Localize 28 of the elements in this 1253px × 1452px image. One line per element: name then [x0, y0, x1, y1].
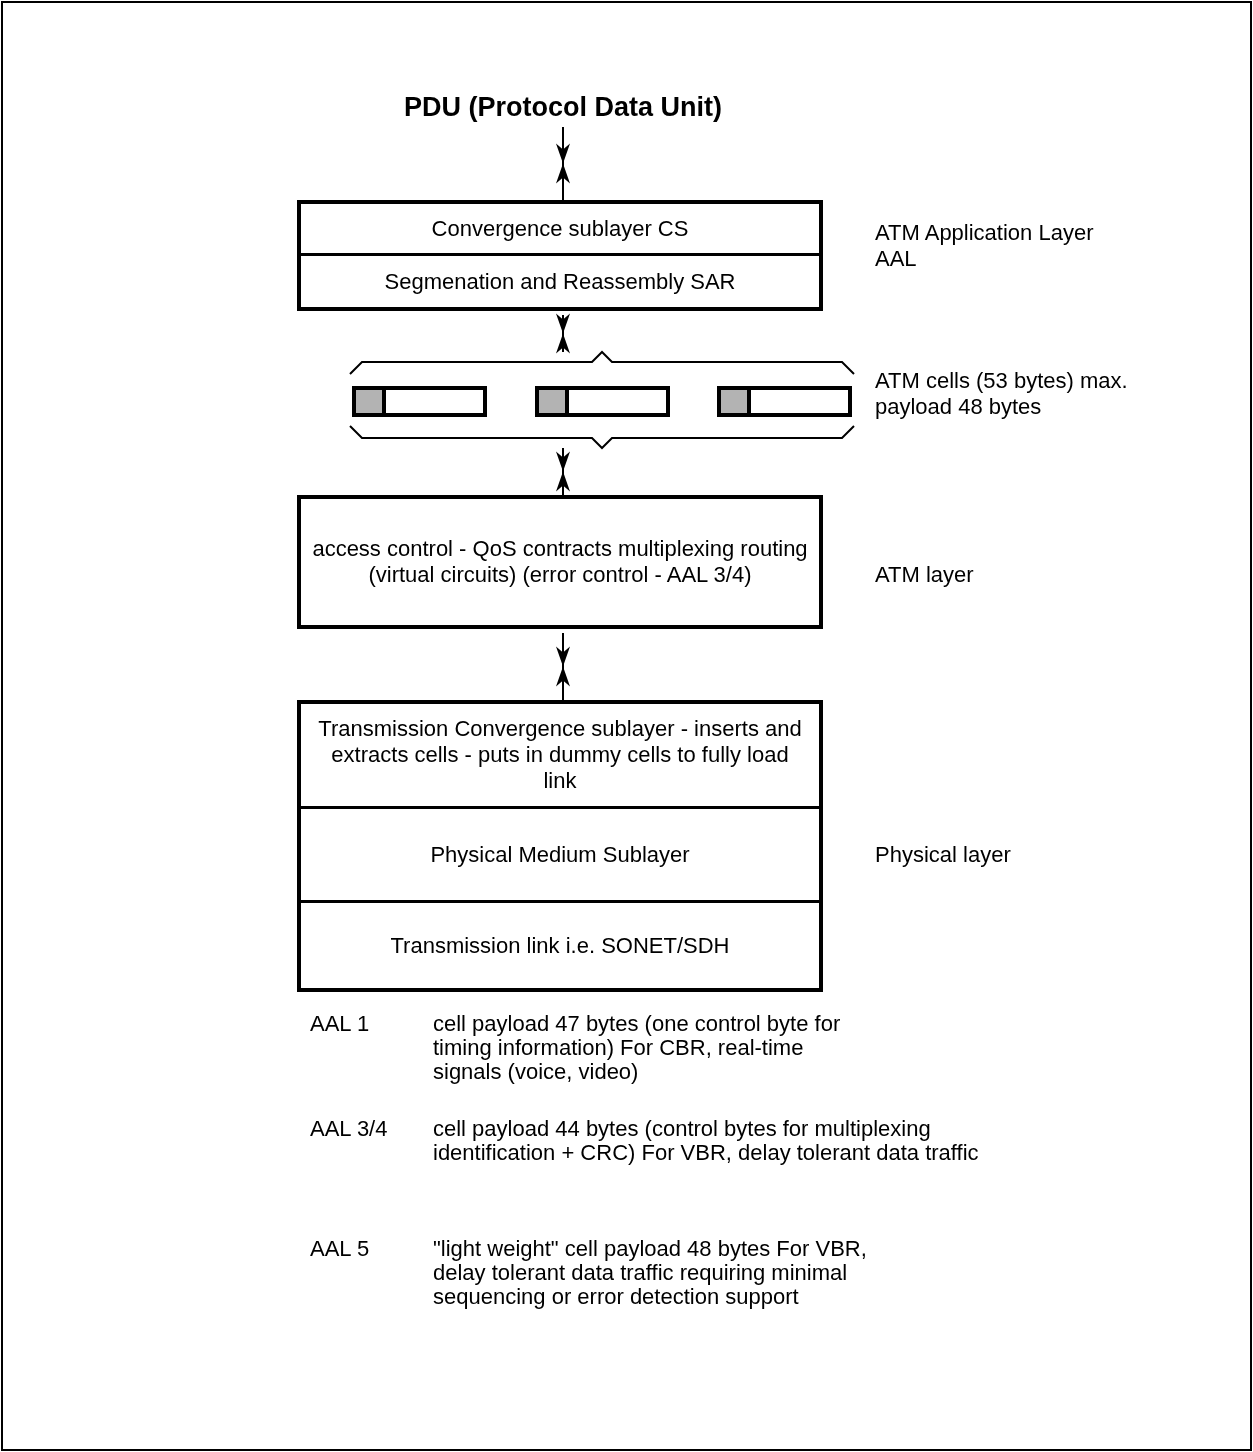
atm-cell [717, 386, 852, 417]
layer-box [297, 700, 823, 992]
double-arrow [556, 632, 570, 701]
layer-label: Convergence sublayer CS [431, 215, 689, 242]
double-arrow [556, 126, 570, 201]
layer-name: ATM cells (53 bytes) max. payload 48 bytes [875, 368, 1129, 420]
layer-box [297, 495, 823, 629]
note-key: AAL 5 [310, 1237, 370, 1261]
layer-box [297, 200, 823, 311]
atm-cell [535, 386, 670, 417]
atm-cell [352, 386, 487, 417]
note-key: AAL 1 [310, 1012, 370, 1036]
layer-label: Transmission Convergence sublayer - inserts and extracts cells - puts in dummy cells to fully load link [317, 716, 803, 794]
layer-label: Segmenation and Reassembly SAR [384, 268, 736, 295]
heading: PDU (Protocol Data Unit) [404, 92, 722, 123]
layer-label: Transmission link i.e. SONET/SDH [390, 932, 730, 959]
note-text: "light weight" cell payload 48 bytes For VBR, delay tolerant data traffic requiring minimal sequencing or error detection support [433, 1237, 868, 1309]
note-text: cell payload 44 bytes (control bytes for multiplexing identification + CRC) For VBR, delay tolerant data traffic [433, 1117, 980, 1165]
note-text: cell payload 47 bytes (one control byte for timing information) For CBR, real-time signals (voice, video) [433, 1012, 842, 1084]
double-arrow [556, 313, 570, 354]
layer-name: Physical layer [875, 842, 1012, 868]
layer-name: ATM Application Layer AAL [875, 220, 1095, 272]
layer-name: ATM layer [875, 562, 975, 588]
layer-label: access control - QoS contracts multiplexing routing (virtual circuits) (error control - AAL 3/4) [312, 536, 808, 588]
note-key: AAL 3/4 [310, 1117, 388, 1141]
layer-label: Physical Medium Sublayer [430, 841, 690, 868]
bracket [348, 348, 856, 452]
double-arrow [556, 447, 570, 496]
